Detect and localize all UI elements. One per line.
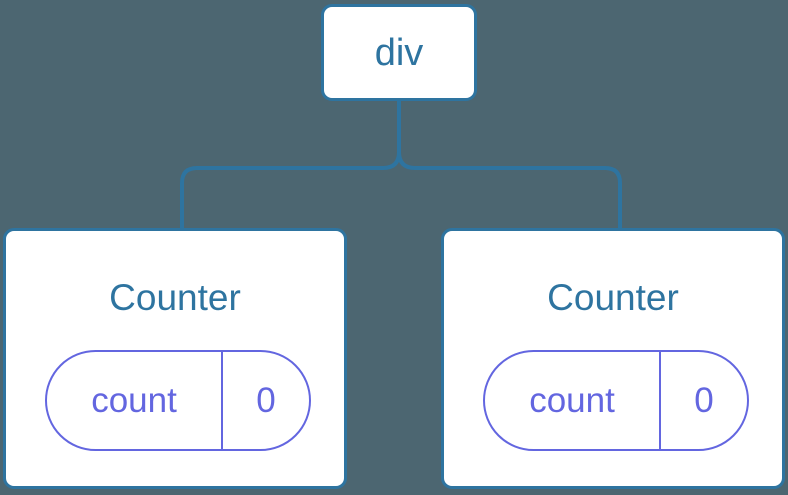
edge-root-to-right <box>397 100 622 232</box>
node-counter-left-label: Counter <box>109 277 241 318</box>
node-div[interactable]: div <box>321 4 477 101</box>
node-div-label: div <box>374 31 424 74</box>
node-counter-right-label: Counter <box>547 277 679 318</box>
state-key-right: count <box>485 352 661 449</box>
node-counter-right[interactable]: Counter count 0 <box>441 228 785 489</box>
node-counter-left[interactable]: Counter count 0 <box>3 228 347 489</box>
state-key-left: count <box>47 352 223 449</box>
state-pill-left: count 0 <box>45 350 311 451</box>
state-pill-right: count 0 <box>483 350 749 451</box>
edge-root-to-left <box>180 100 401 232</box>
state-value-left: 0 <box>256 381 276 420</box>
state-value-right: 0 <box>694 381 714 420</box>
